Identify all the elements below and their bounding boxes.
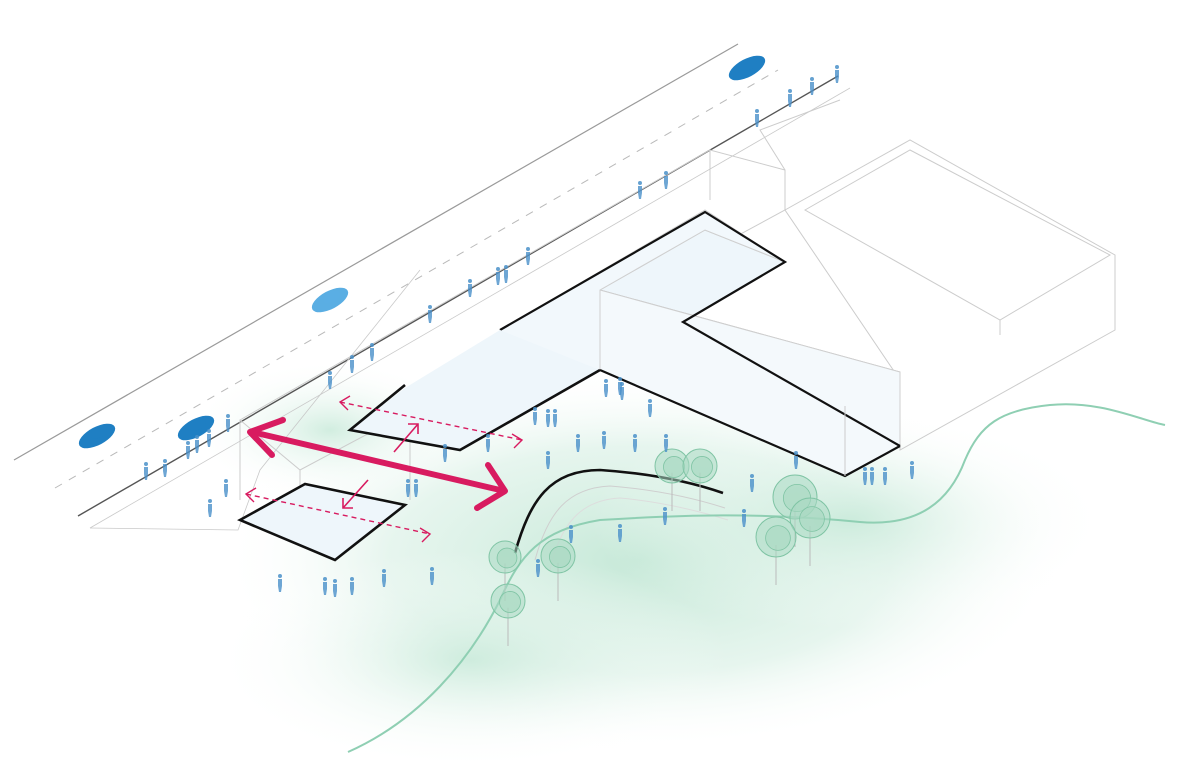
person-icon — [406, 479, 410, 497]
movement-arrows — [244, 395, 524, 543]
person-icon — [323, 577, 327, 595]
person-icon — [618, 524, 622, 542]
person-icon — [468, 279, 472, 297]
person-icon — [430, 567, 434, 585]
person-icon — [870, 467, 874, 485]
person-icon — [602, 431, 606, 449]
person-icon — [664, 171, 668, 189]
person-icon — [910, 461, 914, 479]
trees — [488, 448, 831, 646]
person-icon — [195, 435, 199, 453]
person-icon — [755, 109, 759, 127]
person-icon — [742, 509, 746, 527]
tree-icon — [490, 583, 526, 646]
person-icon — [835, 65, 839, 83]
person-icon — [750, 474, 754, 492]
dashed-double-arrow-lower — [244, 487, 432, 543]
person-icon — [546, 451, 550, 469]
person-icon — [163, 459, 167, 477]
cars — [78, 55, 766, 449]
person-icon — [224, 479, 228, 497]
person-icon — [546, 409, 550, 427]
car-icon — [78, 423, 116, 449]
person-icon — [620, 382, 624, 400]
tree-icon — [540, 538, 576, 601]
person-icon — [569, 525, 573, 543]
person-icon — [443, 444, 447, 462]
person-icon — [810, 77, 814, 95]
person-icon — [533, 407, 537, 425]
tree-icon — [789, 497, 831, 566]
people — [144, 65, 914, 597]
person-icon — [328, 371, 332, 389]
person-icon — [414, 479, 418, 497]
person-icon — [576, 434, 580, 452]
car-icon — [728, 55, 766, 81]
footprint-lower — [237, 482, 408, 562]
person-icon — [526, 247, 530, 265]
person-icon — [350, 355, 354, 373]
person-icon — [207, 429, 211, 447]
tree-icon — [654, 448, 690, 511]
single-arrow-lower — [342, 479, 369, 509]
person-icon — [486, 434, 490, 452]
single-arrow-upper — [393, 423, 419, 453]
pathway — [513, 468, 729, 571]
person-icon — [350, 577, 354, 595]
person-icon — [553, 409, 557, 427]
person-icon — [496, 267, 500, 285]
dashed-double-arrow-upper — [338, 395, 524, 449]
person-icon — [382, 569, 386, 587]
person-icon — [604, 379, 608, 397]
person-icon — [144, 462, 148, 480]
person-icon — [504, 265, 508, 283]
tree-icon — [682, 448, 718, 511]
primary-double-arrow — [247, 417, 508, 511]
person-icon — [536, 559, 540, 577]
person-icon — [278, 574, 282, 592]
person-icon — [664, 434, 668, 452]
person-icon — [883, 467, 887, 485]
person-icon — [638, 181, 642, 199]
car-icon — [177, 415, 215, 441]
tree-icon — [488, 540, 522, 601]
person-icon — [186, 441, 190, 459]
person-icon — [208, 499, 212, 517]
person-icon — [663, 507, 667, 525]
landscape-wash — [190, 360, 1110, 770]
person-icon — [333, 579, 337, 597]
person-icon — [226, 414, 230, 432]
car-icon — [311, 287, 349, 313]
person-icon — [633, 434, 637, 452]
person-icon — [648, 399, 652, 417]
road — [13, 43, 851, 531]
person-icon — [794, 451, 798, 469]
person-icon — [428, 305, 432, 323]
tree-icon — [755, 516, 797, 585]
person-icon — [863, 467, 867, 485]
person-icon — [370, 343, 374, 361]
person-icon — [788, 89, 792, 107]
